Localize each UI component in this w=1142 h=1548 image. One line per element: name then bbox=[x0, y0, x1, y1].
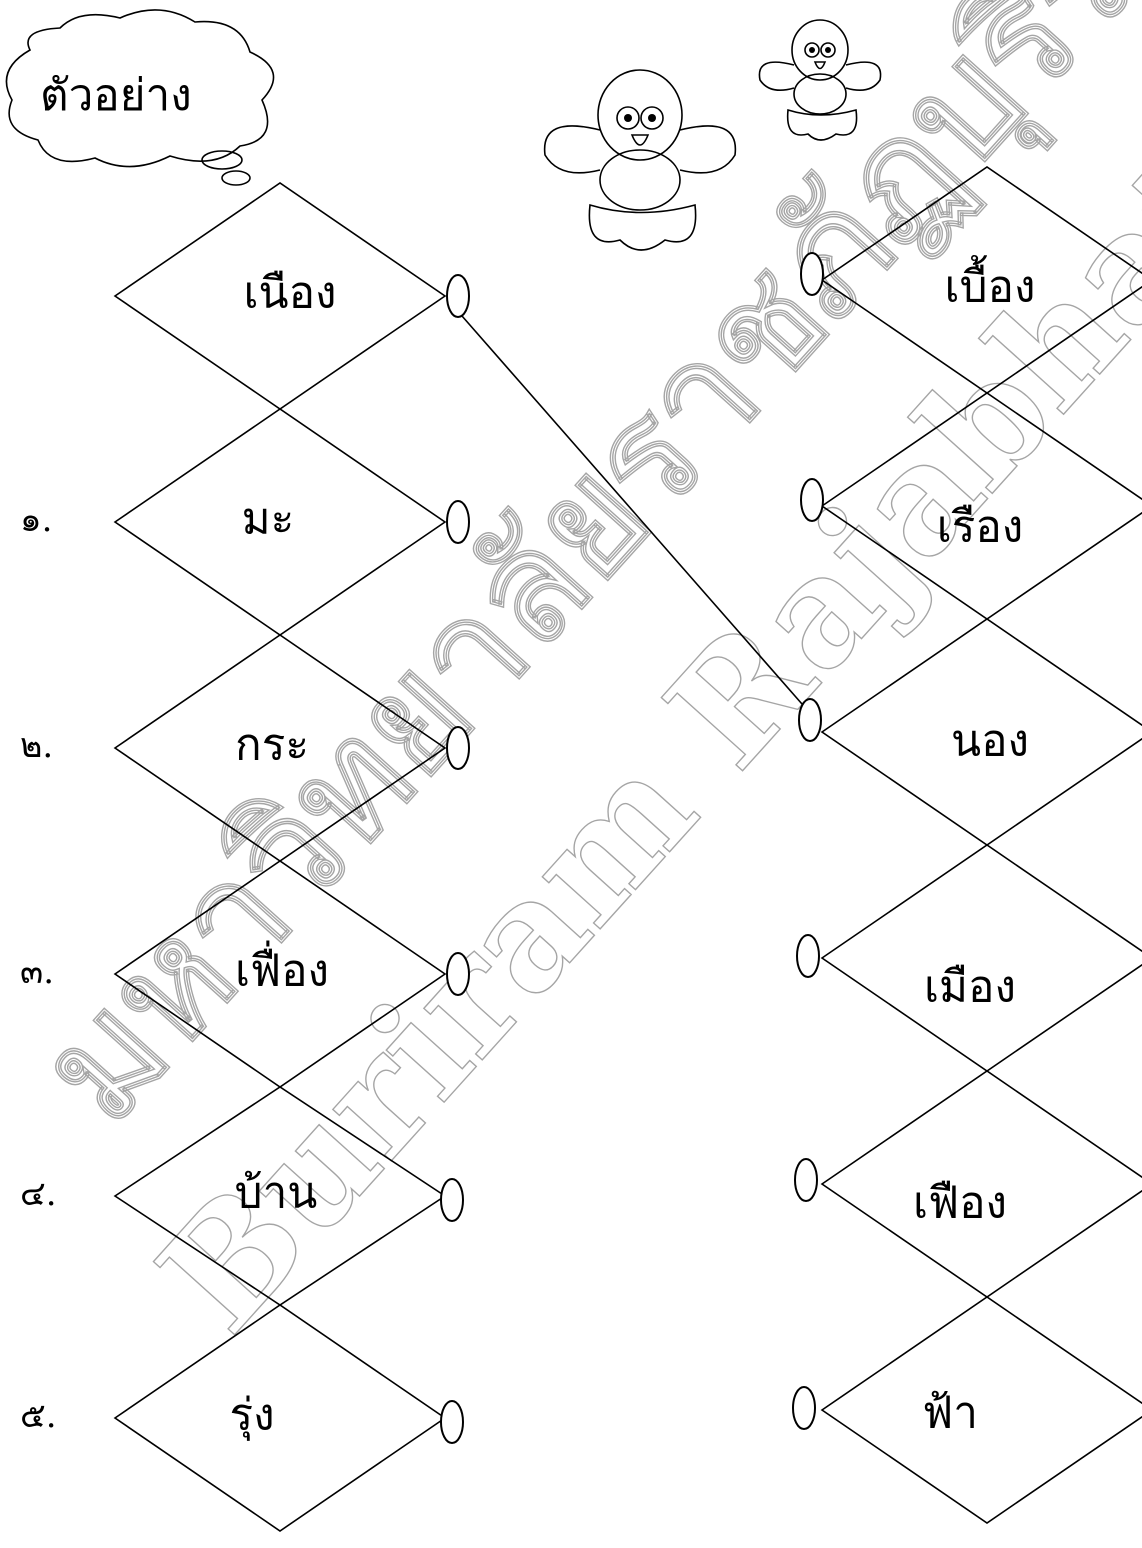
left-word-2: กระ bbox=[235, 720, 309, 771]
bird-illustration-large bbox=[545, 70, 736, 250]
left-number-2: ๒. bbox=[20, 726, 53, 766]
left-word-3: เฟื่อง bbox=[235, 940, 329, 997]
right-connector-2[interactable] bbox=[799, 699, 821, 741]
right-word-0: เบื้อง bbox=[945, 255, 1036, 313]
right-word-5: ฟ้า bbox=[922, 1388, 978, 1439]
right-word-2: นอง bbox=[951, 716, 1029, 767]
left-connector-4[interactable] bbox=[441, 1179, 463, 1221]
left-number-4: ๔. bbox=[20, 1174, 57, 1214]
left-connector-1[interactable] bbox=[447, 501, 469, 543]
right-connector-5[interactable] bbox=[793, 1387, 815, 1429]
example-cloud: ตัวอย่าง bbox=[6, 10, 273, 185]
right-connector-4[interactable] bbox=[795, 1159, 817, 1201]
left-number-1: ๑. bbox=[20, 500, 52, 540]
example-label: ตัวอย่าง bbox=[40, 70, 192, 121]
left-connector-3[interactable] bbox=[447, 953, 469, 995]
left-number-5: ๕. bbox=[20, 1396, 57, 1436]
left-connector-2[interactable] bbox=[447, 727, 469, 769]
left-word-1: มะ bbox=[242, 494, 295, 545]
left-connector-5[interactable] bbox=[441, 1401, 463, 1443]
right-connector-3[interactable] bbox=[797, 935, 819, 977]
left-word-5: รุ่ง bbox=[229, 1390, 274, 1442]
right-connector-0[interactable] bbox=[801, 253, 823, 295]
right-word-3: เมือง bbox=[924, 962, 1016, 1013]
right-word-4: เฟือง bbox=[913, 1178, 1007, 1229]
left-number-3: ๓. bbox=[20, 952, 54, 992]
watermark: มหาวิทยาลัยราชภัฏบุรีรัมย์ Buriram Rajab… bbox=[6, 0, 1142, 1364]
left-connector-example[interactable] bbox=[447, 275, 469, 317]
right-connector-1[interactable] bbox=[801, 479, 823, 521]
left-word-4: บ้าน bbox=[235, 1168, 318, 1219]
right-word-1: เรือง bbox=[937, 502, 1024, 553]
left-word-example: เนือง bbox=[243, 268, 336, 319]
